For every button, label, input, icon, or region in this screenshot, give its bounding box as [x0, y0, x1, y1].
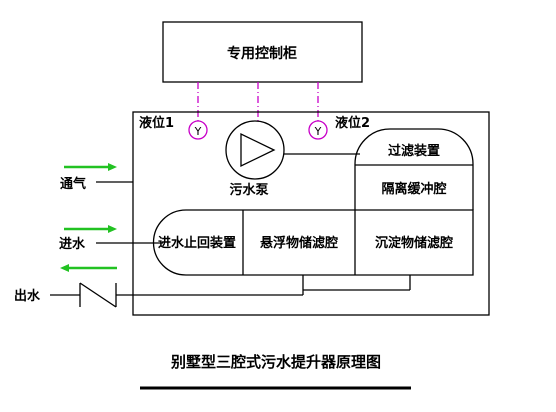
level-sensor-2-glyph: Y [314, 125, 322, 138]
inlet-label: 进水 [59, 236, 86, 252]
pump: 污水泵 [225, 120, 360, 198]
filter-device-label: 过滤装置 [388, 143, 440, 159]
level-sensor-1: Y [188, 120, 208, 140]
chamber-row: 进水止回装置 悬浮物储滤腔 沉淀物储滤腔 [152, 209, 474, 276]
level-2-label: 液位2 [335, 115, 370, 131]
suspended-storage-chamber-label: 悬浮物储滤腔 [260, 235, 338, 251]
signal-lines [197, 82, 319, 129]
inlet-check-device-label: 进水止回装置 [158, 235, 236, 251]
outlet-connection: 出水 [14, 264, 117, 308]
pump-label: 污水泵 [229, 182, 268, 198]
vent-connection: 通气 [60, 163, 133, 192]
filter-buffer-block: 过滤装置 隔离缓冲腔 [354, 128, 474, 210]
pump-triangle-icon [240, 132, 276, 168]
main-tank [132, 111, 490, 316]
level-sensor-1-glyph: Y [194, 125, 202, 138]
level-sensor-2: Y [308, 120, 328, 140]
inlet-connection: 进水 [59, 225, 163, 252]
sediment-storage-chamber-label: 沉淀物储滤腔 [375, 235, 453, 251]
check-valve-icon [79, 282, 117, 308]
control-cabinet: 专用控制柜 [162, 21, 363, 83]
vent-label: 通气 [60, 176, 86, 192]
outlet-piping [116, 275, 411, 296]
diagram-title: 别墅型三腔式污水提升器原理图 [170, 353, 381, 371]
outlet-label: 出水 [14, 288, 41, 304]
level-1-label: 液位1 [139, 115, 174, 131]
buffer-chamber-label: 隔离缓冲腔 [381, 181, 446, 197]
control-cabinet-label: 专用控制柜 [227, 45, 297, 62]
